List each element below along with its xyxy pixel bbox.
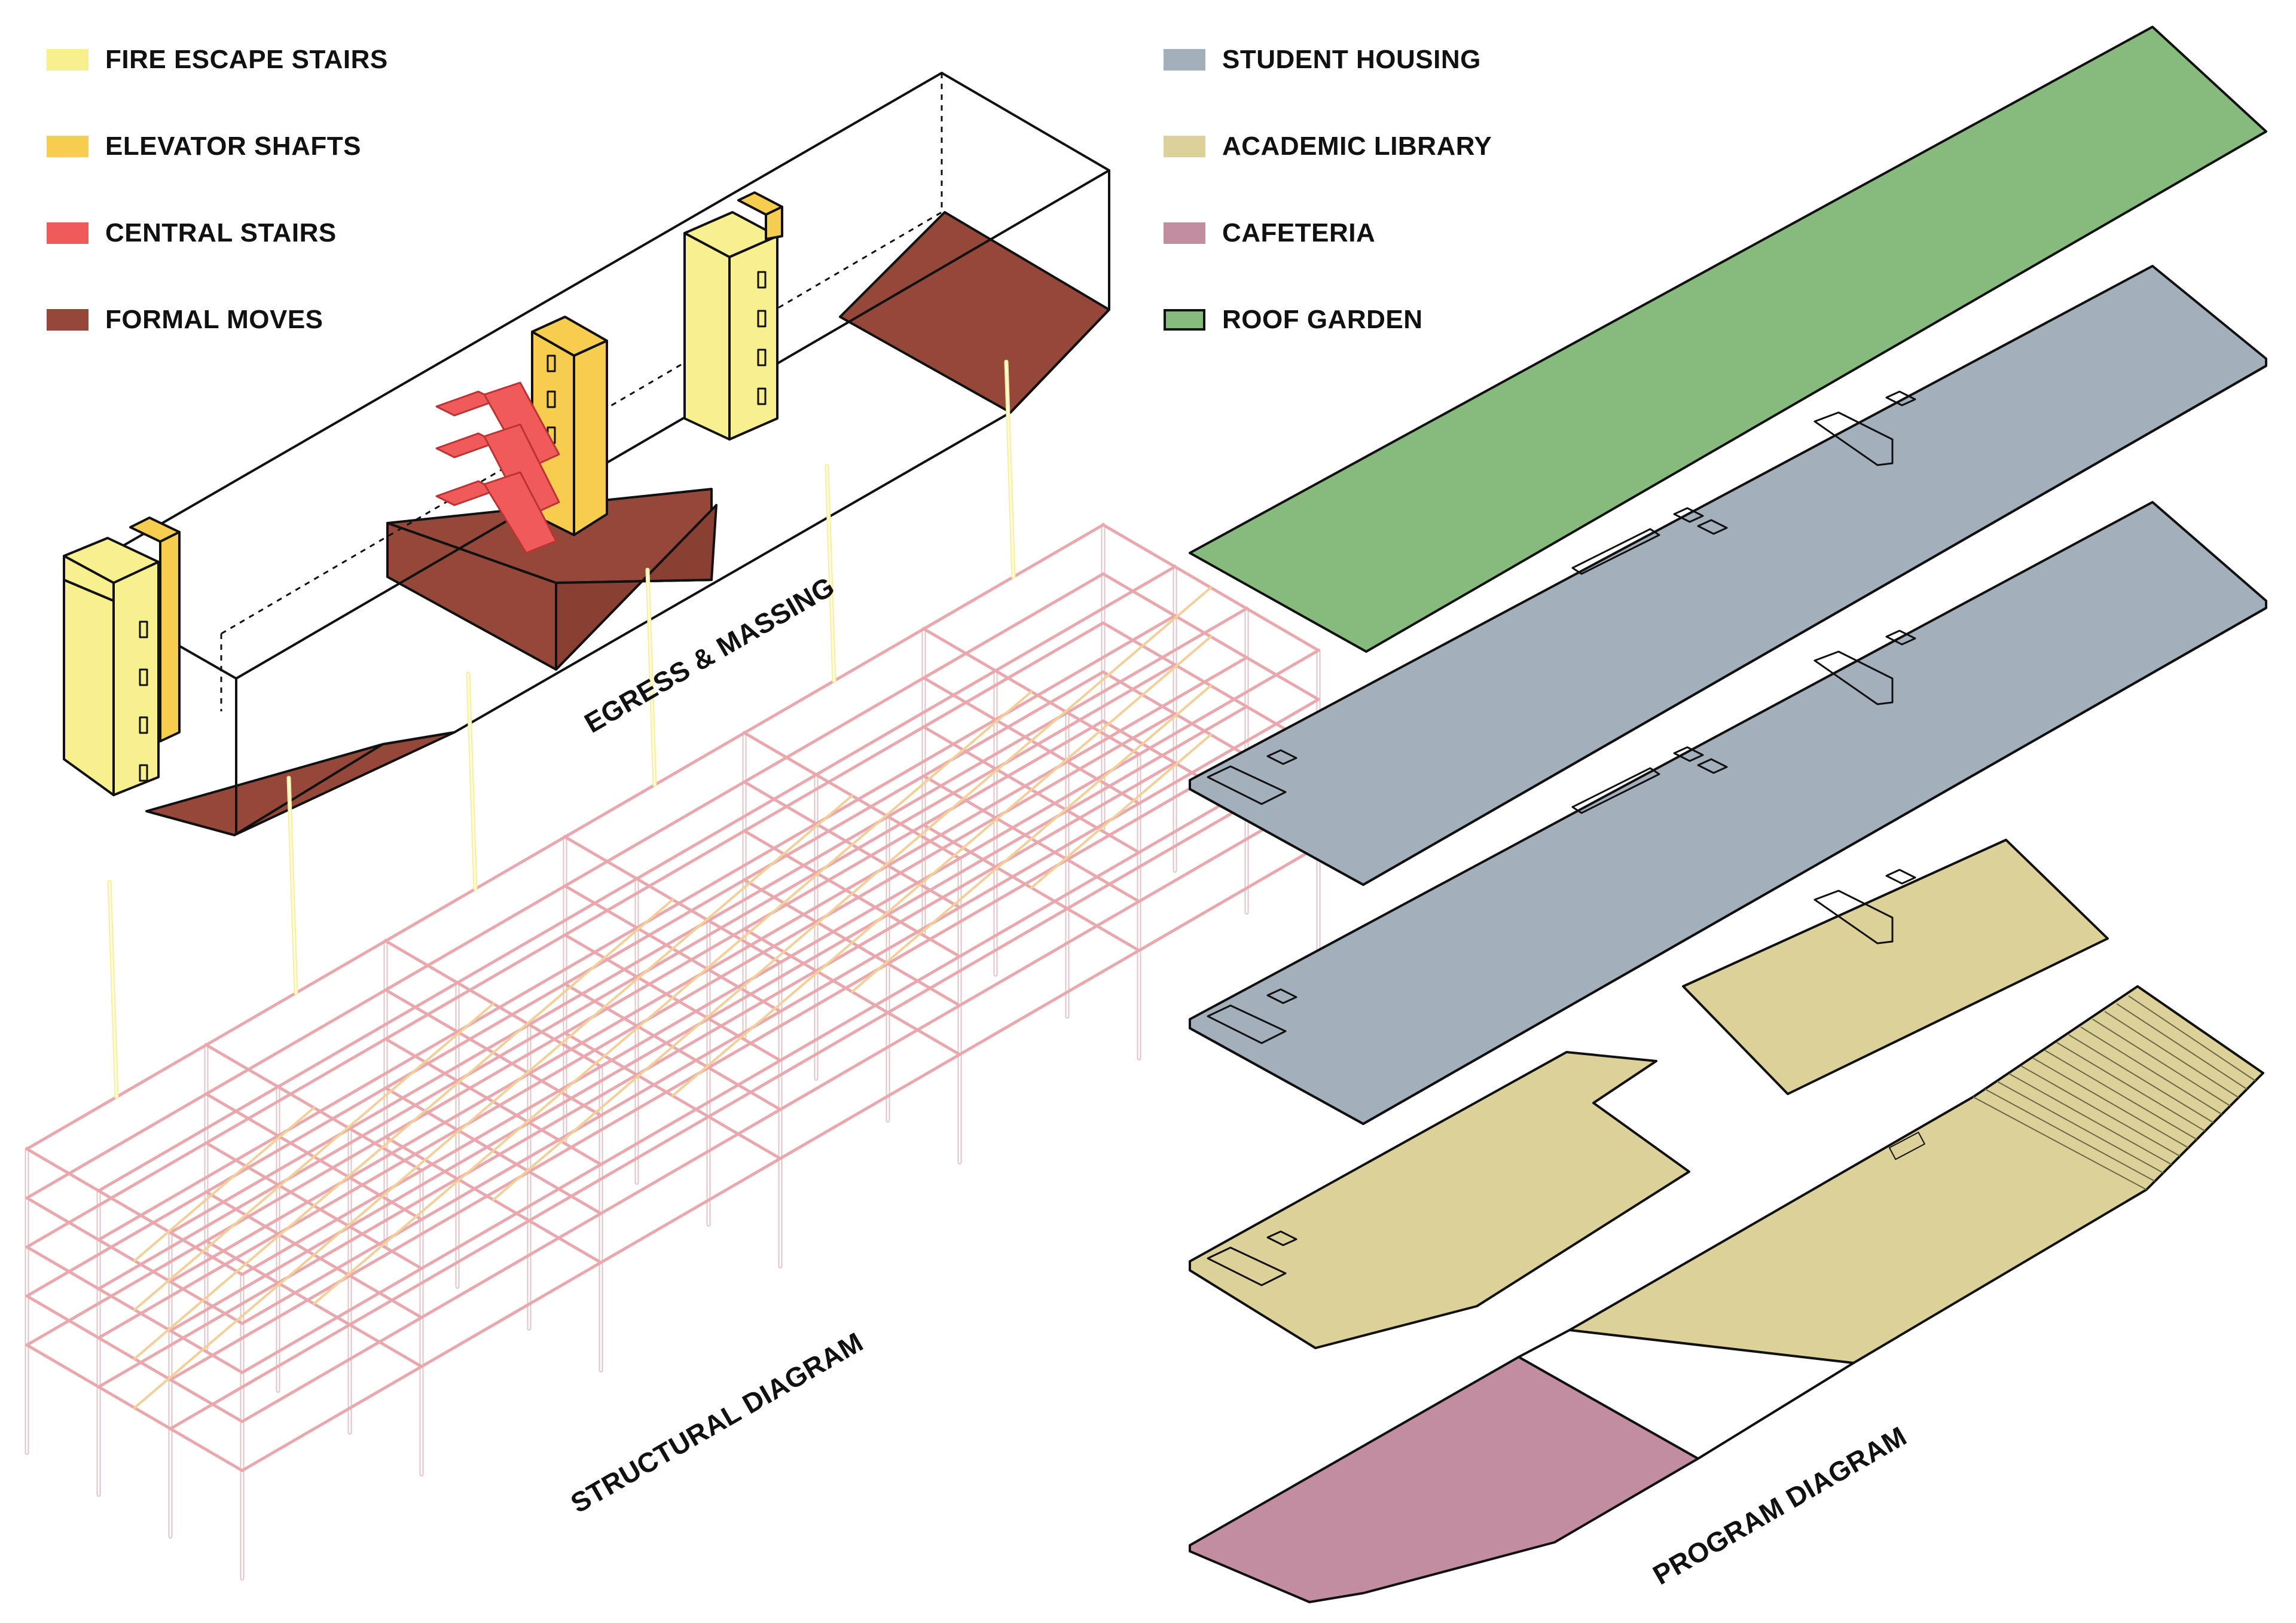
structure-brace	[671, 794, 853, 950]
roof-truss-core	[467, 673, 477, 890]
cafeteria-remaining-plate	[1518, 1329, 1855, 1460]
structure-brace	[133, 1205, 315, 1360]
roof-truss-core	[108, 881, 118, 1098]
structure-beam	[240, 649, 1320, 1276]
structure-beam	[169, 656, 1248, 1283]
terrace-step	[2068, 1034, 2214, 1123]
terrace-step	[2104, 1011, 2239, 1098]
structure-brace	[313, 1101, 494, 1256]
structure-brace	[133, 1156, 315, 1311]
terrace-step	[2020, 1065, 2181, 1157]
formal-move-right-slab	[839, 211, 1110, 414]
housing-upper-openings	[1207, 390, 1916, 805]
structure-brace	[313, 1150, 494, 1305]
massing-hidden-edges	[220, 73, 943, 711]
program-diagram	[1189, 26, 2267, 1603]
structure-beam	[97, 565, 1177, 1193]
terrace-step	[1996, 1081, 2164, 1173]
terrace-step	[2080, 1026, 2222, 1115]
fire-stair-left-top-face	[63, 555, 115, 602]
structure-beam	[240, 845, 1320, 1472]
roof-truss-core	[1005, 360, 1015, 578]
fire-stair-right-front	[683, 232, 731, 441]
roof-truss-core	[288, 777, 297, 994]
elevator-left-side	[159, 531, 181, 742]
terrace-steps	[1973, 995, 2256, 1190]
elevator-right-side	[765, 206, 783, 240]
structure-beam	[97, 663, 1177, 1291]
structure-beam	[240, 747, 1320, 1374]
elevator-central-side	[573, 340, 608, 536]
structure-brace	[1030, 586, 1212, 742]
structure-beam	[97, 761, 1177, 1389]
roof-truss-core	[646, 568, 656, 786]
structure-brace	[133, 1107, 315, 1262]
structure-beam	[97, 614, 1177, 1242]
structure-beam	[169, 754, 1248, 1381]
structural-frame	[25, 359, 1321, 1581]
central-stairs	[435, 381, 560, 554]
structure-beam	[240, 796, 1320, 1423]
library-left-plate	[1189, 1051, 1690, 1349]
fire-stair-left-front	[63, 579, 115, 796]
structure-beam	[169, 607, 1248, 1234]
structure-brace	[492, 898, 674, 1054]
structure-beam	[169, 705, 1248, 1332]
terrace-step	[1984, 1089, 2155, 1182]
structure-beam	[25, 621, 1105, 1249]
structure-beam	[25, 572, 1105, 1200]
terrace-step	[2128, 995, 2256, 1081]
structure-brace	[133, 1254, 315, 1409]
library-right-plate	[1682, 839, 2109, 1095]
housing-lower-openings	[1207, 629, 1916, 1044]
terrace-step	[2056, 1042, 2206, 1132]
terrace-step	[2116, 1003, 2248, 1090]
roof-truss-core	[826, 464, 835, 682]
terrace-step	[2092, 1019, 2231, 1107]
structure-brace	[671, 893, 853, 1048]
structure-brace	[851, 838, 1033, 993]
formal-move-central-box-end	[555, 504, 718, 671]
terrace-step	[2032, 1057, 2189, 1148]
structure-brace	[851, 739, 1033, 895]
structure-brace	[492, 997, 674, 1152]
structure-brace	[492, 1046, 674, 1201]
structure-beam	[25, 523, 1105, 1151]
structure-beam	[25, 719, 1105, 1347]
formal-move-left-ramp	[145, 731, 456, 836]
structure-brace	[1030, 684, 1212, 840]
structure-beam	[25, 670, 1105, 1298]
structure-brace	[1030, 733, 1212, 889]
structure-brace	[492, 947, 674, 1103]
terrace-step	[2044, 1050, 2197, 1140]
structure-brace	[671, 843, 853, 999]
egress-massing-diagram	[63, 72, 1110, 836]
structure-brace	[1030, 635, 1212, 791]
structure-beam	[25, 1147, 244, 1276]
structure-brace	[313, 1052, 494, 1207]
terrace-step	[1973, 1096, 2147, 1190]
structure-beam	[240, 698, 1320, 1325]
structure-brace	[313, 1002, 494, 1158]
structure-brace	[851, 788, 1033, 944]
fire-stair-left-side	[112, 561, 160, 796]
terrace-step	[2008, 1073, 2172, 1165]
structure-beam	[97, 712, 1177, 1340]
structure-beam	[169, 803, 1248, 1431]
structure-brace	[851, 690, 1033, 846]
roof-garden-plate	[1189, 26, 2267, 653]
fire-stair-right-side	[728, 235, 778, 441]
structure-brace	[671, 942, 853, 1097]
